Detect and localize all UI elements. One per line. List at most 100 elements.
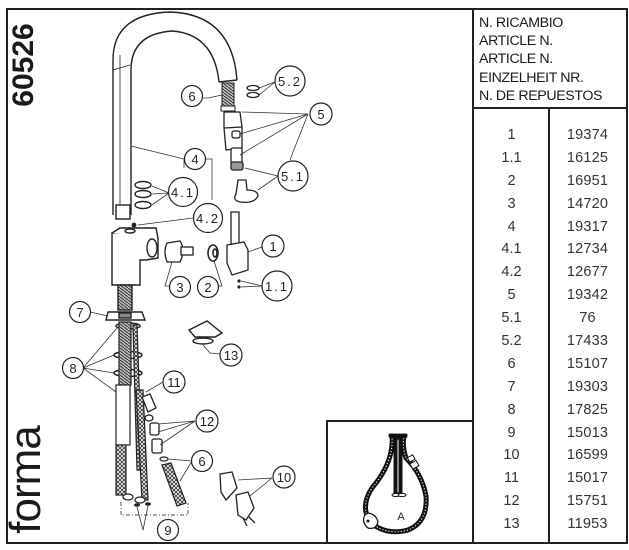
leader-lines — [82, 81, 309, 531]
position-cell: 5 — [507, 287, 516, 304]
position-cell: 8 — [507, 401, 516, 418]
header-line: ARTICLE N. — [479, 51, 553, 68]
table-row: 4.1 12734 — [474, 238, 626, 261]
callout-3-label: 3 — [176, 280, 183, 295]
position-cell: 7 — [507, 378, 516, 395]
lever-part-1 — [226, 211, 249, 276]
table-row: 5 19342 — [474, 284, 626, 307]
parts-table: N. RICAMBIO ARTICLE N. ARTICLE N. EINZEL… — [472, 8, 626, 542]
inset-label: A — [397, 511, 405, 523]
fittings-part-12 — [141, 393, 163, 454]
screw-part-4-2 — [131, 222, 137, 228]
table-row: 11 15017 — [474, 467, 626, 490]
callout-7: 7 — [68, 300, 92, 324]
callout-11-label: 11 — [167, 375, 181, 390]
article-cell: 19303 — [566, 378, 609, 395]
table-row: 4.2 12677 — [474, 261, 626, 284]
spray-head-part-5 — [223, 111, 259, 204]
article-cell: 15017 — [566, 470, 609, 487]
table-row: 7 19303 — [474, 376, 626, 399]
callout-1-label: 1 — [269, 239, 276, 254]
hose-loop-illustration: A — [362, 433, 429, 535]
callout-1-1: 1.1 — [261, 270, 293, 302]
article-cell: 12734 — [566, 241, 609, 258]
callout-4: 4 — [183, 147, 207, 171]
position-cell: 10 — [503, 447, 520, 464]
callout-7-label: 7 — [76, 305, 83, 320]
callout-4-1-label: 4.1 — [171, 185, 195, 200]
callout-2: 2 — [196, 275, 220, 299]
header-line: EINZELHEIT NR. — [479, 69, 584, 86]
callout-10: 10 — [272, 465, 296, 489]
ring-part-2 — [207, 244, 219, 262]
drawing-frame — [6, 8, 628, 544]
callout-13: 13 — [219, 343, 243, 367]
callout-8-label: 8 — [69, 361, 76, 376]
hoses-part-11 — [115, 321, 149, 504]
column-divider — [548, 109, 550, 542]
header-line: N. DE REPUESTOS — [479, 87, 603, 104]
article-cell: 19342 — [566, 287, 609, 304]
position-cell: 5.1 — [501, 310, 522, 327]
position-cell: 1.1 — [501, 149, 522, 166]
callout-5-1: 5.1 — [277, 160, 309, 192]
position-cell: 3 — [507, 195, 516, 212]
callout-4-2-label: 4.2 — [196, 211, 220, 226]
seals-part-5-2 — [246, 84, 260, 99]
spout-part-4 — [112, 11, 238, 220]
position-cell: 13 — [503, 516, 520, 533]
article-cell: 12677 — [566, 264, 609, 281]
header-line: N. RICAMBIO — [479, 15, 563, 31]
article-cell: 15107 — [566, 355, 609, 372]
plate-part-7 — [105, 311, 147, 321]
position-cell: 4.2 — [501, 264, 522, 281]
table-row: 1.1 16125 — [474, 147, 626, 170]
callout-9-label: 9 — [164, 523, 171, 538]
article-cell: 16951 — [566, 172, 609, 189]
article-cell: 16599 — [566, 447, 609, 464]
position-cell: 1 — [507, 127, 516, 143]
article-cell: 16125 — [566, 149, 609, 166]
callout-5-2: 5.2 — [274, 65, 306, 97]
callout-10-label: 10 — [277, 470, 291, 485]
callout-6-bottom-label: 6 — [198, 454, 205, 469]
hose-top-part-6 — [220, 82, 236, 112]
callout-4-2: 4.2 — [192, 202, 224, 234]
callout-5-1-label: 5.1 — [281, 169, 305, 184]
callout-8: 8 — [61, 356, 85, 380]
callout-4-1: 4.1 — [167, 176, 199, 208]
cover-part-13 — [187, 320, 224, 345]
screws-part-1-1 — [237, 279, 241, 289]
callout-3: 3 — [168, 275, 192, 299]
callout-5-label: 5 — [317, 107, 324, 122]
callout-6-top: 6 — [180, 84, 204, 108]
callout-6-top-label: 6 — [188, 89, 195, 104]
callout-4-label: 4 — [191, 152, 198, 167]
parts-table-header: N. RICAMBIO ARTICLE N. ARTICLE N. EINZEL… — [474, 8, 626, 109]
inset-detail-a: A — [326, 420, 472, 542]
callout-2-label: 2 — [204, 280, 211, 295]
position-cell: 4.1 — [501, 241, 522, 258]
screws-part-9 — [120, 502, 189, 516]
article-cell: 76 — [579, 310, 596, 327]
header-line: ARTICLE N. — [479, 33, 553, 50]
article-cell: 19317 — [566, 218, 609, 235]
table-row: 10 16599 — [474, 444, 626, 467]
cartridge-part-3 — [164, 240, 194, 263]
callout-12-label: 12 — [200, 414, 214, 429]
position-cell: 9 — [507, 424, 516, 441]
position-cell: 11 — [503, 470, 520, 487]
position-cell: 5.2 — [501, 333, 522, 350]
